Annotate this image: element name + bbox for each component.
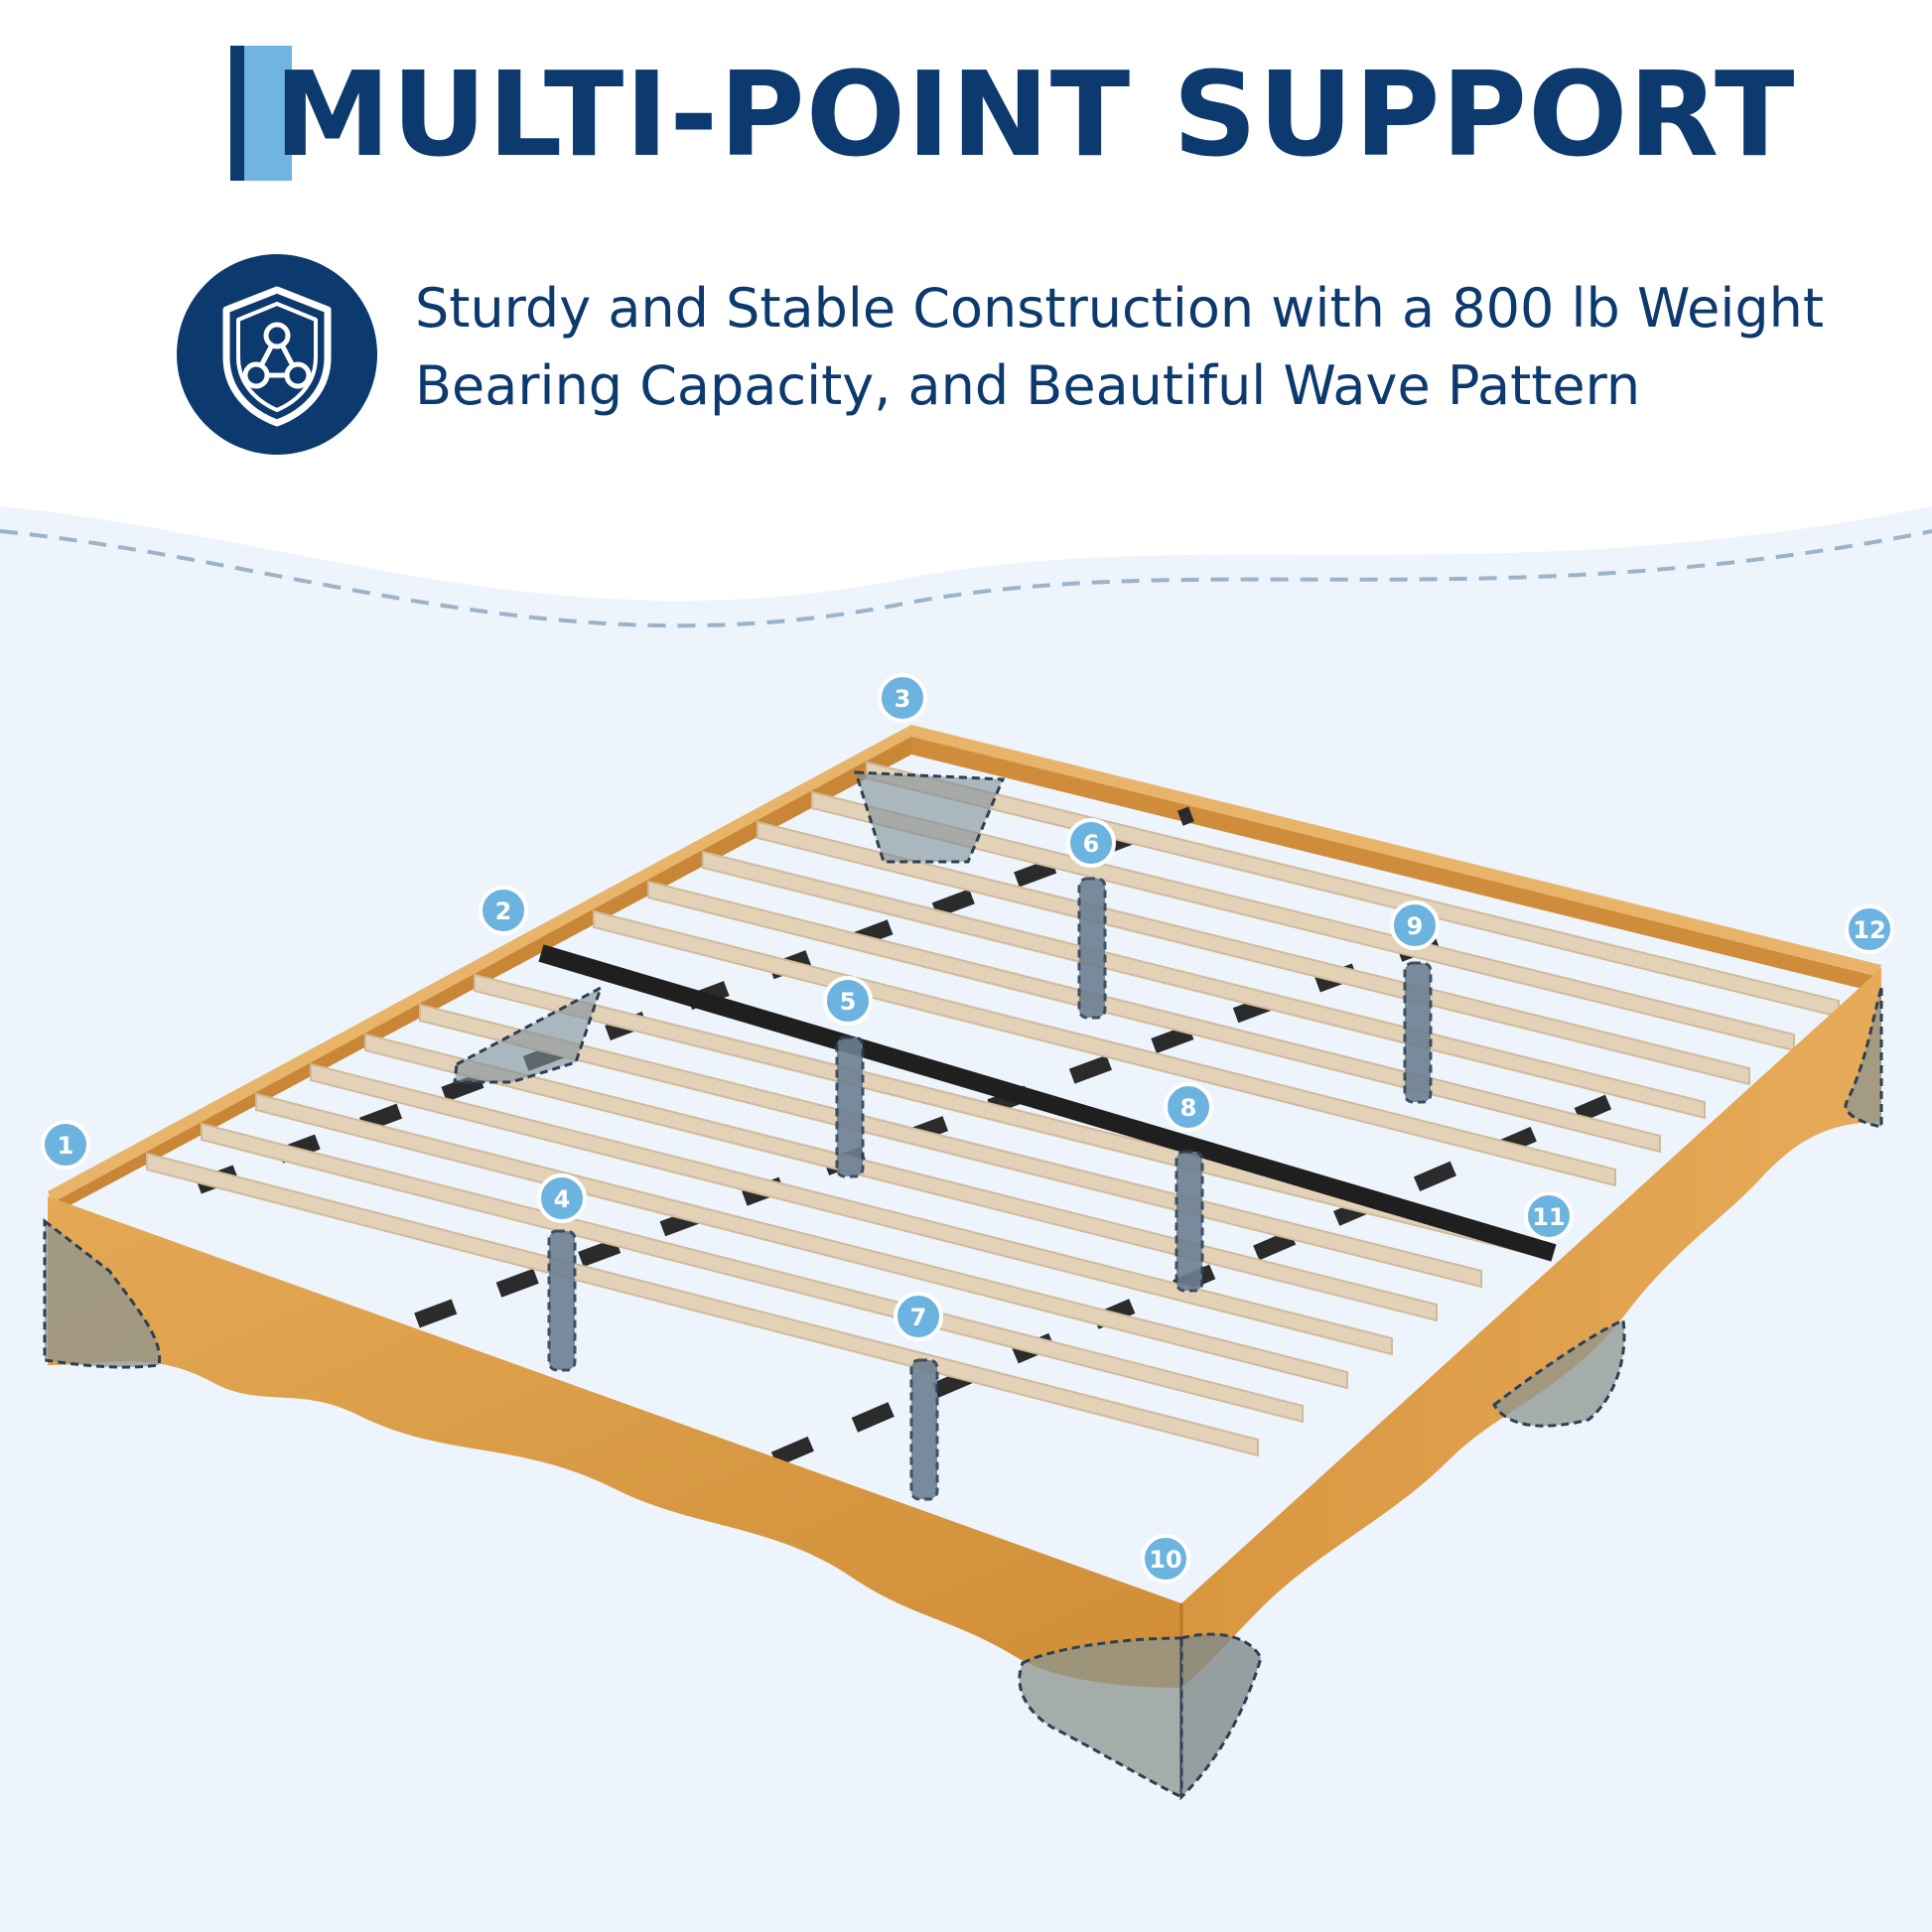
frame-front-wall xyxy=(48,1196,1181,1688)
corner-bracket-side-mid xyxy=(1492,1317,1626,1428)
callout-label-4: 4 xyxy=(554,1185,571,1213)
callout-marker xyxy=(1845,904,1894,954)
corner-bracket-back-right xyxy=(1844,987,1883,1129)
callout-marker xyxy=(1066,818,1116,868)
callout-marker xyxy=(878,673,927,723)
support-legs xyxy=(547,877,1433,1501)
callout-label-7: 7 xyxy=(910,1304,927,1331)
callout-marker xyxy=(894,1292,943,1341)
callout-label-10: 10 xyxy=(1149,1546,1181,1574)
callout-label-2: 2 xyxy=(495,897,512,925)
corner-bracket-front-left xyxy=(43,1217,162,1369)
wave-dashed-line xyxy=(0,529,1932,628)
shield-network-icon xyxy=(177,254,377,455)
center-steel-beam xyxy=(538,944,1557,1262)
callout-marker xyxy=(1164,1082,1213,1132)
page-title: MULTI-POINT SUPPORT xyxy=(274,46,1796,183)
corner-bracket-front-center xyxy=(1018,1636,1183,1800)
title-accent-bar xyxy=(230,46,292,181)
corner-bracket-back xyxy=(853,770,1006,864)
callout-label-6: 6 xyxy=(1083,830,1100,858)
callout-label-5: 5 xyxy=(840,988,857,1016)
callout-label-8: 8 xyxy=(1180,1094,1197,1122)
bed-frame-illustration: 1 2 3 4 5 6 7 8 9 10 11 12 xyxy=(0,506,1932,1932)
feature-line-1: Sturdy and Stable Construction with a 80… xyxy=(415,277,1825,340)
callout-marker xyxy=(537,1173,587,1223)
feature-line-2: Bearing Capacity, and Beautiful Wave Pat… xyxy=(415,354,1641,417)
callout-label-11: 11 xyxy=(1532,1203,1565,1231)
feature-description: Sturdy and Stable Construction with a 80… xyxy=(415,270,1825,425)
callout-marker xyxy=(1524,1191,1574,1241)
wood-slats xyxy=(146,760,1840,1457)
callout-label-1: 1 xyxy=(58,1132,74,1160)
callout-marker xyxy=(479,886,528,935)
callout-marker xyxy=(41,1120,90,1170)
callout-label-12: 12 xyxy=(1853,916,1885,944)
corner-bracket-left xyxy=(453,984,604,1084)
frame-left-rim xyxy=(48,725,911,1203)
page-title-block: MULTI-POINT SUPPORT xyxy=(230,40,1795,189)
frame-back-rim xyxy=(911,725,1881,977)
frame-back-inner xyxy=(911,732,1878,993)
callout-label-3: 3 xyxy=(895,685,911,713)
callout-marker xyxy=(1390,900,1440,950)
callout-label-9: 9 xyxy=(1407,912,1424,940)
callout-marker xyxy=(823,976,873,1026)
corner-bracket-front-right xyxy=(1179,1632,1263,1801)
frame-right-wall xyxy=(1181,968,1881,1688)
callout-marker xyxy=(1141,1534,1190,1584)
